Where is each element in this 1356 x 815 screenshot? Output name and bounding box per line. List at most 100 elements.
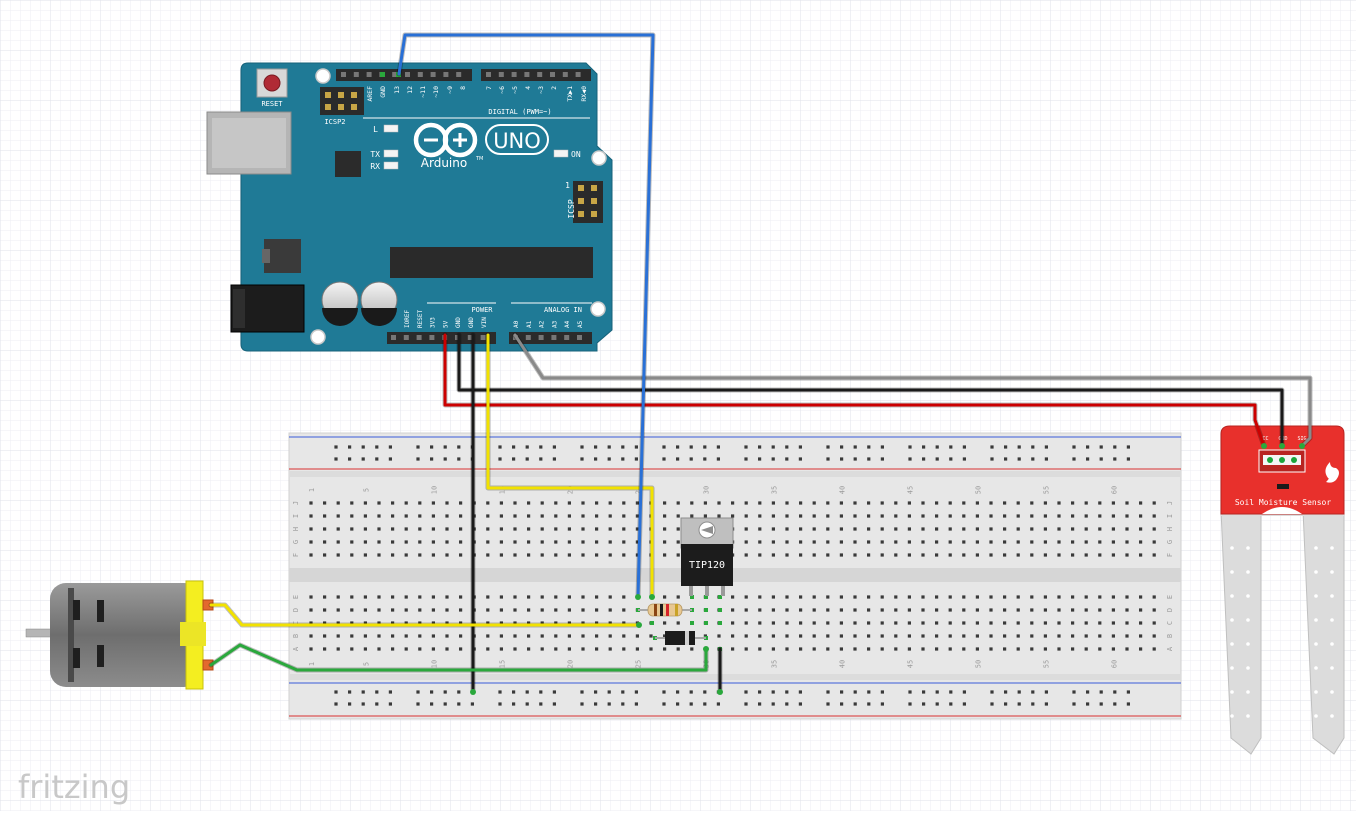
breadboard-hole[interactable] — [567, 527, 571, 531]
breadboard-hole[interactable] — [989, 514, 993, 518]
rail-hole[interactable] — [348, 457, 352, 461]
breadboard-hole[interactable] — [391, 527, 395, 531]
breadboard-hole[interactable] — [880, 540, 884, 544]
breadboard-hole[interactable] — [894, 514, 898, 518]
breadboard-hole[interactable] — [527, 540, 531, 544]
header-pin-hole[interactable] — [537, 72, 543, 77]
breadboard-hole[interactable] — [676, 501, 680, 505]
header-pin-hole[interactable] — [564, 335, 570, 340]
breadboard-hole[interactable] — [989, 621, 993, 625]
breadboard-hole[interactable] — [1152, 647, 1156, 651]
breadboard-hole[interactable] — [499, 621, 503, 625]
breadboard-hole[interactable] — [459, 621, 463, 625]
breadboard-hole[interactable] — [309, 647, 313, 651]
breadboard-hole[interactable] — [499, 540, 503, 544]
breadboard-hole[interactable] — [513, 553, 517, 557]
breadboard-hole[interactable] — [540, 608, 544, 612]
breadboard-hole[interactable] — [1016, 634, 1020, 638]
rail-hole[interactable] — [758, 690, 762, 694]
breadboard-hole[interactable] — [676, 553, 680, 557]
breadboard-hole[interactable] — [445, 501, 449, 505]
breadboard-hole[interactable] — [635, 647, 639, 651]
breadboard-hole[interactable] — [377, 621, 381, 625]
breadboard-hole[interactable] — [690, 647, 694, 651]
breadboard-hole[interactable] — [894, 608, 898, 612]
rail-hole[interactable] — [867, 457, 871, 461]
rail-hole[interactable] — [676, 445, 680, 449]
breadboard-hole[interactable] — [513, 647, 517, 651]
breadboard-hole[interactable] — [513, 621, 517, 625]
breadboard-hole[interactable] — [731, 501, 735, 505]
breadboard-hole[interactable] — [975, 527, 979, 531]
rail-hole[interactable] — [949, 690, 953, 694]
rail-hole[interactable] — [826, 702, 830, 706]
rail-hole[interactable] — [798, 702, 802, 706]
breadboard-hole[interactable] — [391, 553, 395, 557]
breadboard-hole[interactable] — [1016, 501, 1020, 505]
sensor-pin-sig[interactable] — [1291, 457, 1297, 463]
breadboard-hole[interactable] — [1030, 621, 1034, 625]
rail-hole[interactable] — [1086, 690, 1090, 694]
breadboard-hole[interactable] — [663, 621, 667, 625]
breadboard-hole[interactable] — [853, 527, 857, 531]
breadboard-hole[interactable] — [1043, 647, 1047, 651]
wire-black-gnd-to-sensor[interactable] — [457, 333, 1284, 448]
breadboard-hole[interactable] — [1003, 621, 1007, 625]
breadboard-hole[interactable] — [853, 514, 857, 518]
rail-hole[interactable] — [771, 702, 775, 706]
rail-hole[interactable] — [334, 702, 338, 706]
breadboard-hole[interactable] — [459, 527, 463, 531]
breadboard-hole[interactable] — [676, 647, 680, 651]
breadboard-hole[interactable] — [1003, 540, 1007, 544]
rail-hole[interactable] — [416, 690, 420, 694]
rail-hole[interactable] — [1086, 702, 1090, 706]
rail-hole[interactable] — [607, 702, 611, 706]
rail-hole[interactable] — [922, 690, 926, 694]
rail-hole[interactable] — [580, 690, 584, 694]
breadboard-hole[interactable] — [567, 634, 571, 638]
breadboard-hole[interactable] — [1084, 621, 1088, 625]
rail-hole[interactable] — [703, 457, 707, 461]
breadboard-hole[interactable] — [744, 634, 748, 638]
breadboard-hole[interactable] — [418, 621, 422, 625]
breadboard-hole[interactable] — [975, 540, 979, 544]
breadboard-hole[interactable] — [839, 595, 843, 599]
connected-hole[interactable] — [690, 595, 694, 599]
rail-hole[interactable] — [1031, 690, 1035, 694]
breadboard-hole[interactable] — [1125, 514, 1129, 518]
rail-hole[interactable] — [1017, 690, 1021, 694]
breadboard-hole[interactable] — [771, 540, 775, 544]
breadboard-holes[interactable] — [309, 445, 1156, 706]
breadboard-hole[interactable] — [622, 634, 626, 638]
breadboard-hole[interactable] — [853, 634, 857, 638]
breadboard-hole[interactable] — [554, 514, 558, 518]
rail-hole[interactable] — [867, 690, 871, 694]
breadboard-hole[interactable] — [595, 501, 599, 505]
header-pin-hole[interactable] — [550, 72, 555, 77]
rail-hole[interactable] — [1004, 457, 1008, 461]
breadboard-hole[interactable] — [839, 634, 843, 638]
breadboard-hole[interactable] — [554, 527, 558, 531]
breadboard-hole[interactable] — [431, 527, 435, 531]
breadboard-hole[interactable] — [867, 621, 871, 625]
rail-hole[interactable] — [962, 690, 966, 694]
rail-hole[interactable] — [962, 445, 966, 449]
breadboard-hole[interactable] — [1071, 514, 1075, 518]
breadboard-hole[interactable] — [540, 527, 544, 531]
breadboard-hole[interactable] — [1139, 595, 1143, 599]
breadboard-hole[interactable] — [785, 540, 789, 544]
breadboard-hole[interactable] — [785, 634, 789, 638]
rail-hole[interactable] — [826, 445, 830, 449]
breadboard-hole[interactable] — [336, 634, 340, 638]
breadboard-hole[interactable] — [962, 540, 966, 544]
breadboard-hole[interactable] — [907, 621, 911, 625]
breadboard-hole[interactable] — [1111, 501, 1115, 505]
rail-hole[interactable] — [552, 702, 556, 706]
breadboard-hole[interactable] — [1016, 540, 1020, 544]
wire-yellow-motor[interactable] — [209, 603, 641, 627]
breadboard-hole[interactable] — [527, 527, 531, 531]
breadboard-hole[interactable] — [1071, 621, 1075, 625]
breadboard-hole[interactable] — [907, 634, 911, 638]
rail-hole[interactable] — [949, 457, 953, 461]
rail-hole[interactable] — [1031, 457, 1035, 461]
